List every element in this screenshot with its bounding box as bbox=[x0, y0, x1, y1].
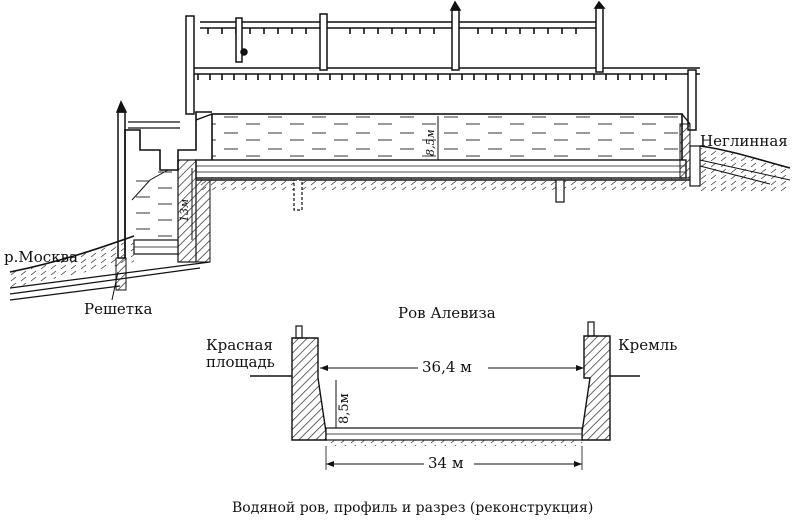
neglinnaya-label: Неглинная bbox=[700, 132, 788, 150]
right-section-wall bbox=[581, 335, 611, 441]
red-square-label-line2: площадь bbox=[206, 353, 275, 371]
side-depth-label: 13м bbox=[178, 199, 191, 222]
kremlin-label: Кремль bbox=[618, 336, 677, 354]
left-section-wall bbox=[291, 337, 327, 441]
left-bank bbox=[9, 235, 135, 273]
right-dam bbox=[679, 123, 691, 179]
moscow-river-label: р.Москва bbox=[4, 248, 78, 266]
right-bank bbox=[699, 145, 791, 169]
red-square-label-line1: Красная bbox=[206, 336, 273, 354]
moscow-river-water bbox=[9, 261, 211, 301]
section-depth-label: 8,5м bbox=[337, 393, 352, 424]
section-title: Ров Алевиза bbox=[398, 304, 496, 322]
cross-section: Ров Алевиза 36,4 м 34 м 8,5м Красная пло… bbox=[206, 304, 677, 472]
upper-wall bbox=[190, 21, 700, 80]
moat-water bbox=[195, 159, 687, 179]
profile-view: р.Москва Решетка Неглинная 8,5м 13м bbox=[4, 0, 791, 318]
bottom-width-label: 34 м bbox=[428, 454, 464, 472]
grate-label: Решетка bbox=[84, 300, 152, 318]
main-depth-label: 8,5м bbox=[424, 129, 437, 156]
figure-caption: Водяной ров, профиль и разрез (реконстру… bbox=[232, 500, 593, 516]
tower-spires bbox=[115, 0, 697, 259]
grate bbox=[115, 257, 127, 291]
top-width-label: 36,4 м bbox=[422, 358, 472, 376]
